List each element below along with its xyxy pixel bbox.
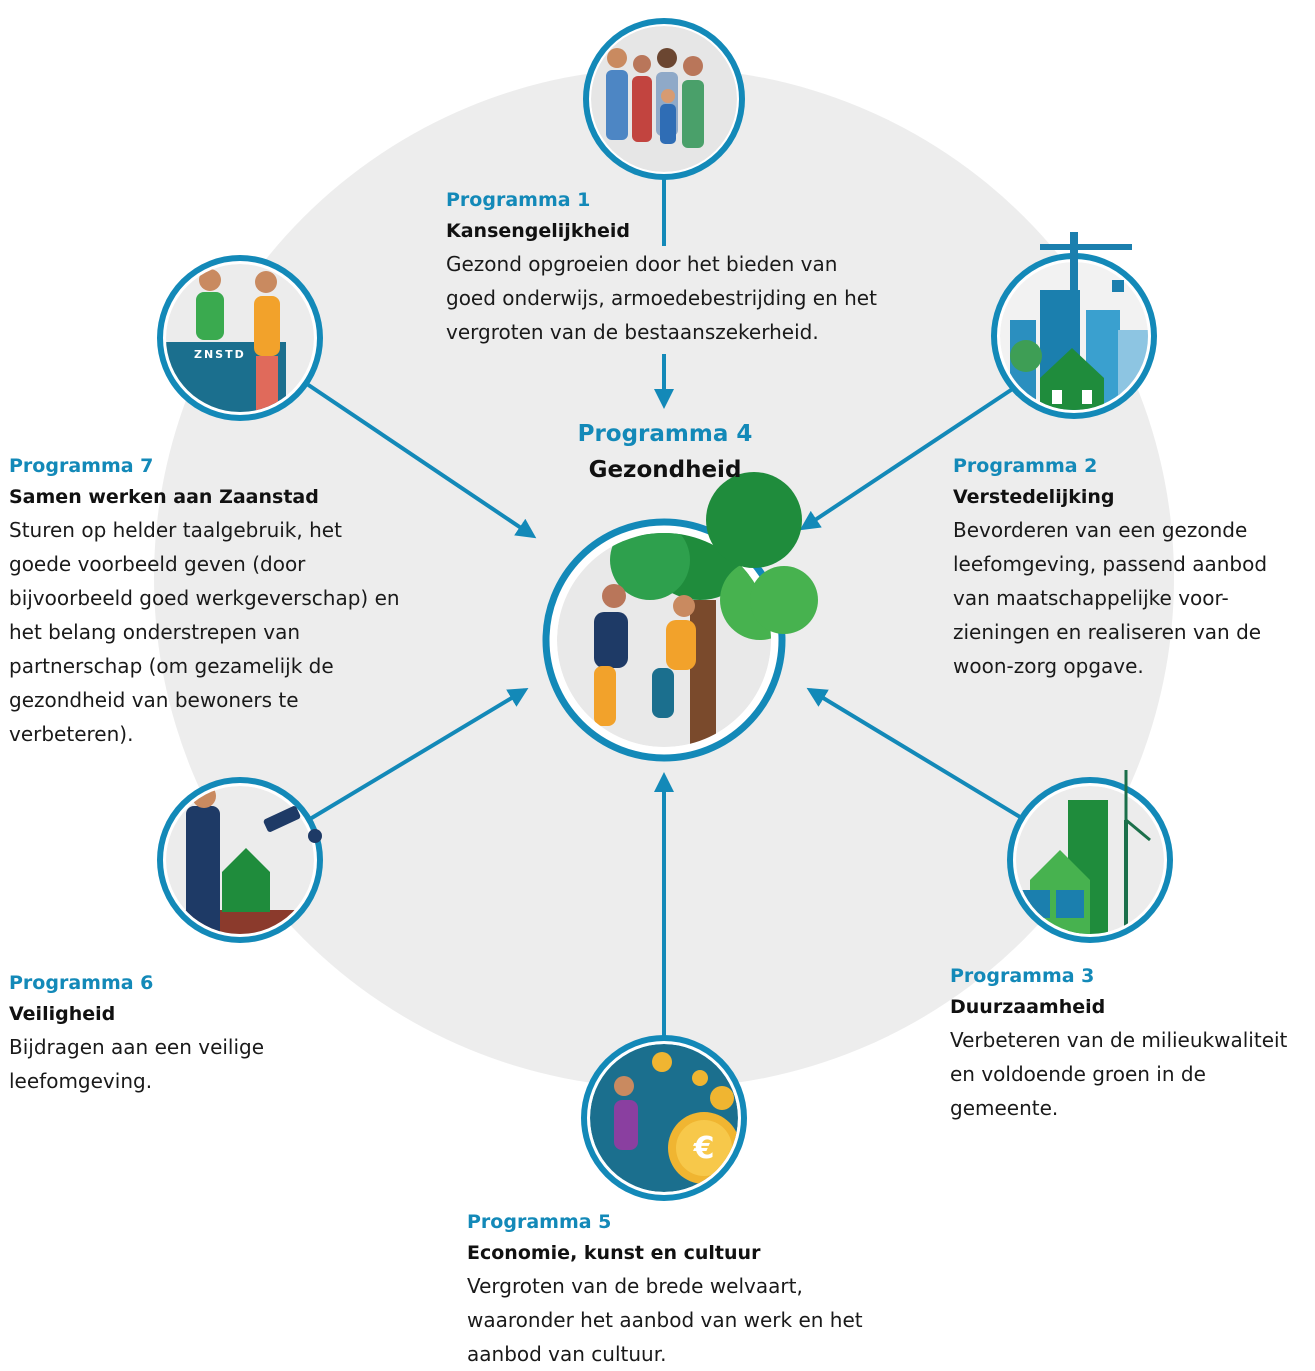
program-1-block: Programma 1 Kansengelijkheid Gezond opgr… bbox=[446, 185, 886, 349]
city-construction-icon bbox=[991, 232, 1157, 419]
program-1-label: Programma 1 bbox=[446, 189, 591, 211]
program-7-block: Programma 7 Samen werken aan Zaanstad St… bbox=[9, 451, 409, 751]
program-5-desc: Vergroten van de brede welvaart, waarond… bbox=[467, 1274, 863, 1366]
wind-solar-energy-icon bbox=[1007, 770, 1173, 943]
saxophone-coins-icon: € bbox=[581, 1035, 747, 1201]
program-2-block: Programma 2 Verstedelijking Bevorderen v… bbox=[953, 451, 1298, 683]
program-6-desc: Bijdragen aan een veilige leefomgeving. bbox=[9, 1035, 265, 1093]
center-block: Programma 4 Gezondheid bbox=[560, 416, 770, 488]
program-7-label: Programma 7 bbox=[9, 455, 154, 477]
reception-desk-icon bbox=[157, 255, 323, 421]
program-2-desc: Bevorderen van een gezonde leefomgeving,… bbox=[953, 518, 1268, 678]
program-6-label: Programma 6 bbox=[9, 972, 154, 994]
program-3-block: Programma 3 Duurzaamheid Verbeteren van … bbox=[950, 961, 1310, 1125]
program-7-desc: Sturen op helder taalgebruik, het goede … bbox=[9, 518, 400, 746]
arrow-p6 bbox=[303, 687, 529, 824]
svg-text:€: € bbox=[693, 1131, 715, 1166]
program-3-title: Duurzaamheid bbox=[950, 996, 1106, 1018]
family-icon bbox=[583, 18, 745, 180]
zaanstad-logo: ZNSTD bbox=[194, 348, 246, 361]
connectors bbox=[299, 172, 1027, 1044]
program-2-label: Programma 2 bbox=[953, 455, 1098, 477]
program-2-title: Verstedelijking bbox=[953, 486, 1115, 508]
people-running-under-tree-icon bbox=[542, 472, 818, 762]
center-label: Programma 4 bbox=[577, 421, 753, 447]
program-7-title: Samen werken aan Zaanstad bbox=[9, 486, 319, 508]
program-3-desc: Verbeteren van de milieukwaliteit en vol… bbox=[950, 1028, 1288, 1120]
program-1-title: Kansengelijkheid bbox=[446, 220, 630, 242]
program-6-title: Veiligheid bbox=[9, 1003, 116, 1025]
program-5-label: Programma 5 bbox=[467, 1211, 612, 1233]
police-camera-icon bbox=[157, 777, 323, 943]
program-5-block: Programma 5 Economie, kunst en cultuur V… bbox=[467, 1207, 887, 1371]
arrow-p3 bbox=[806, 687, 1027, 822]
program-6-block: Programma 6 Veiligheid Bijdragen aan een… bbox=[9, 968, 339, 1098]
program-5-title: Economie, kunst en cultuur bbox=[467, 1242, 761, 1264]
program-1-desc: Gezond opgroeien door het bieden van goe… bbox=[446, 252, 877, 344]
arrow-p2 bbox=[799, 386, 1016, 531]
arrow-p7 bbox=[299, 378, 537, 539]
program-3-label: Programma 3 bbox=[950, 965, 1095, 987]
center-title: Gezondheid bbox=[588, 457, 742, 483]
